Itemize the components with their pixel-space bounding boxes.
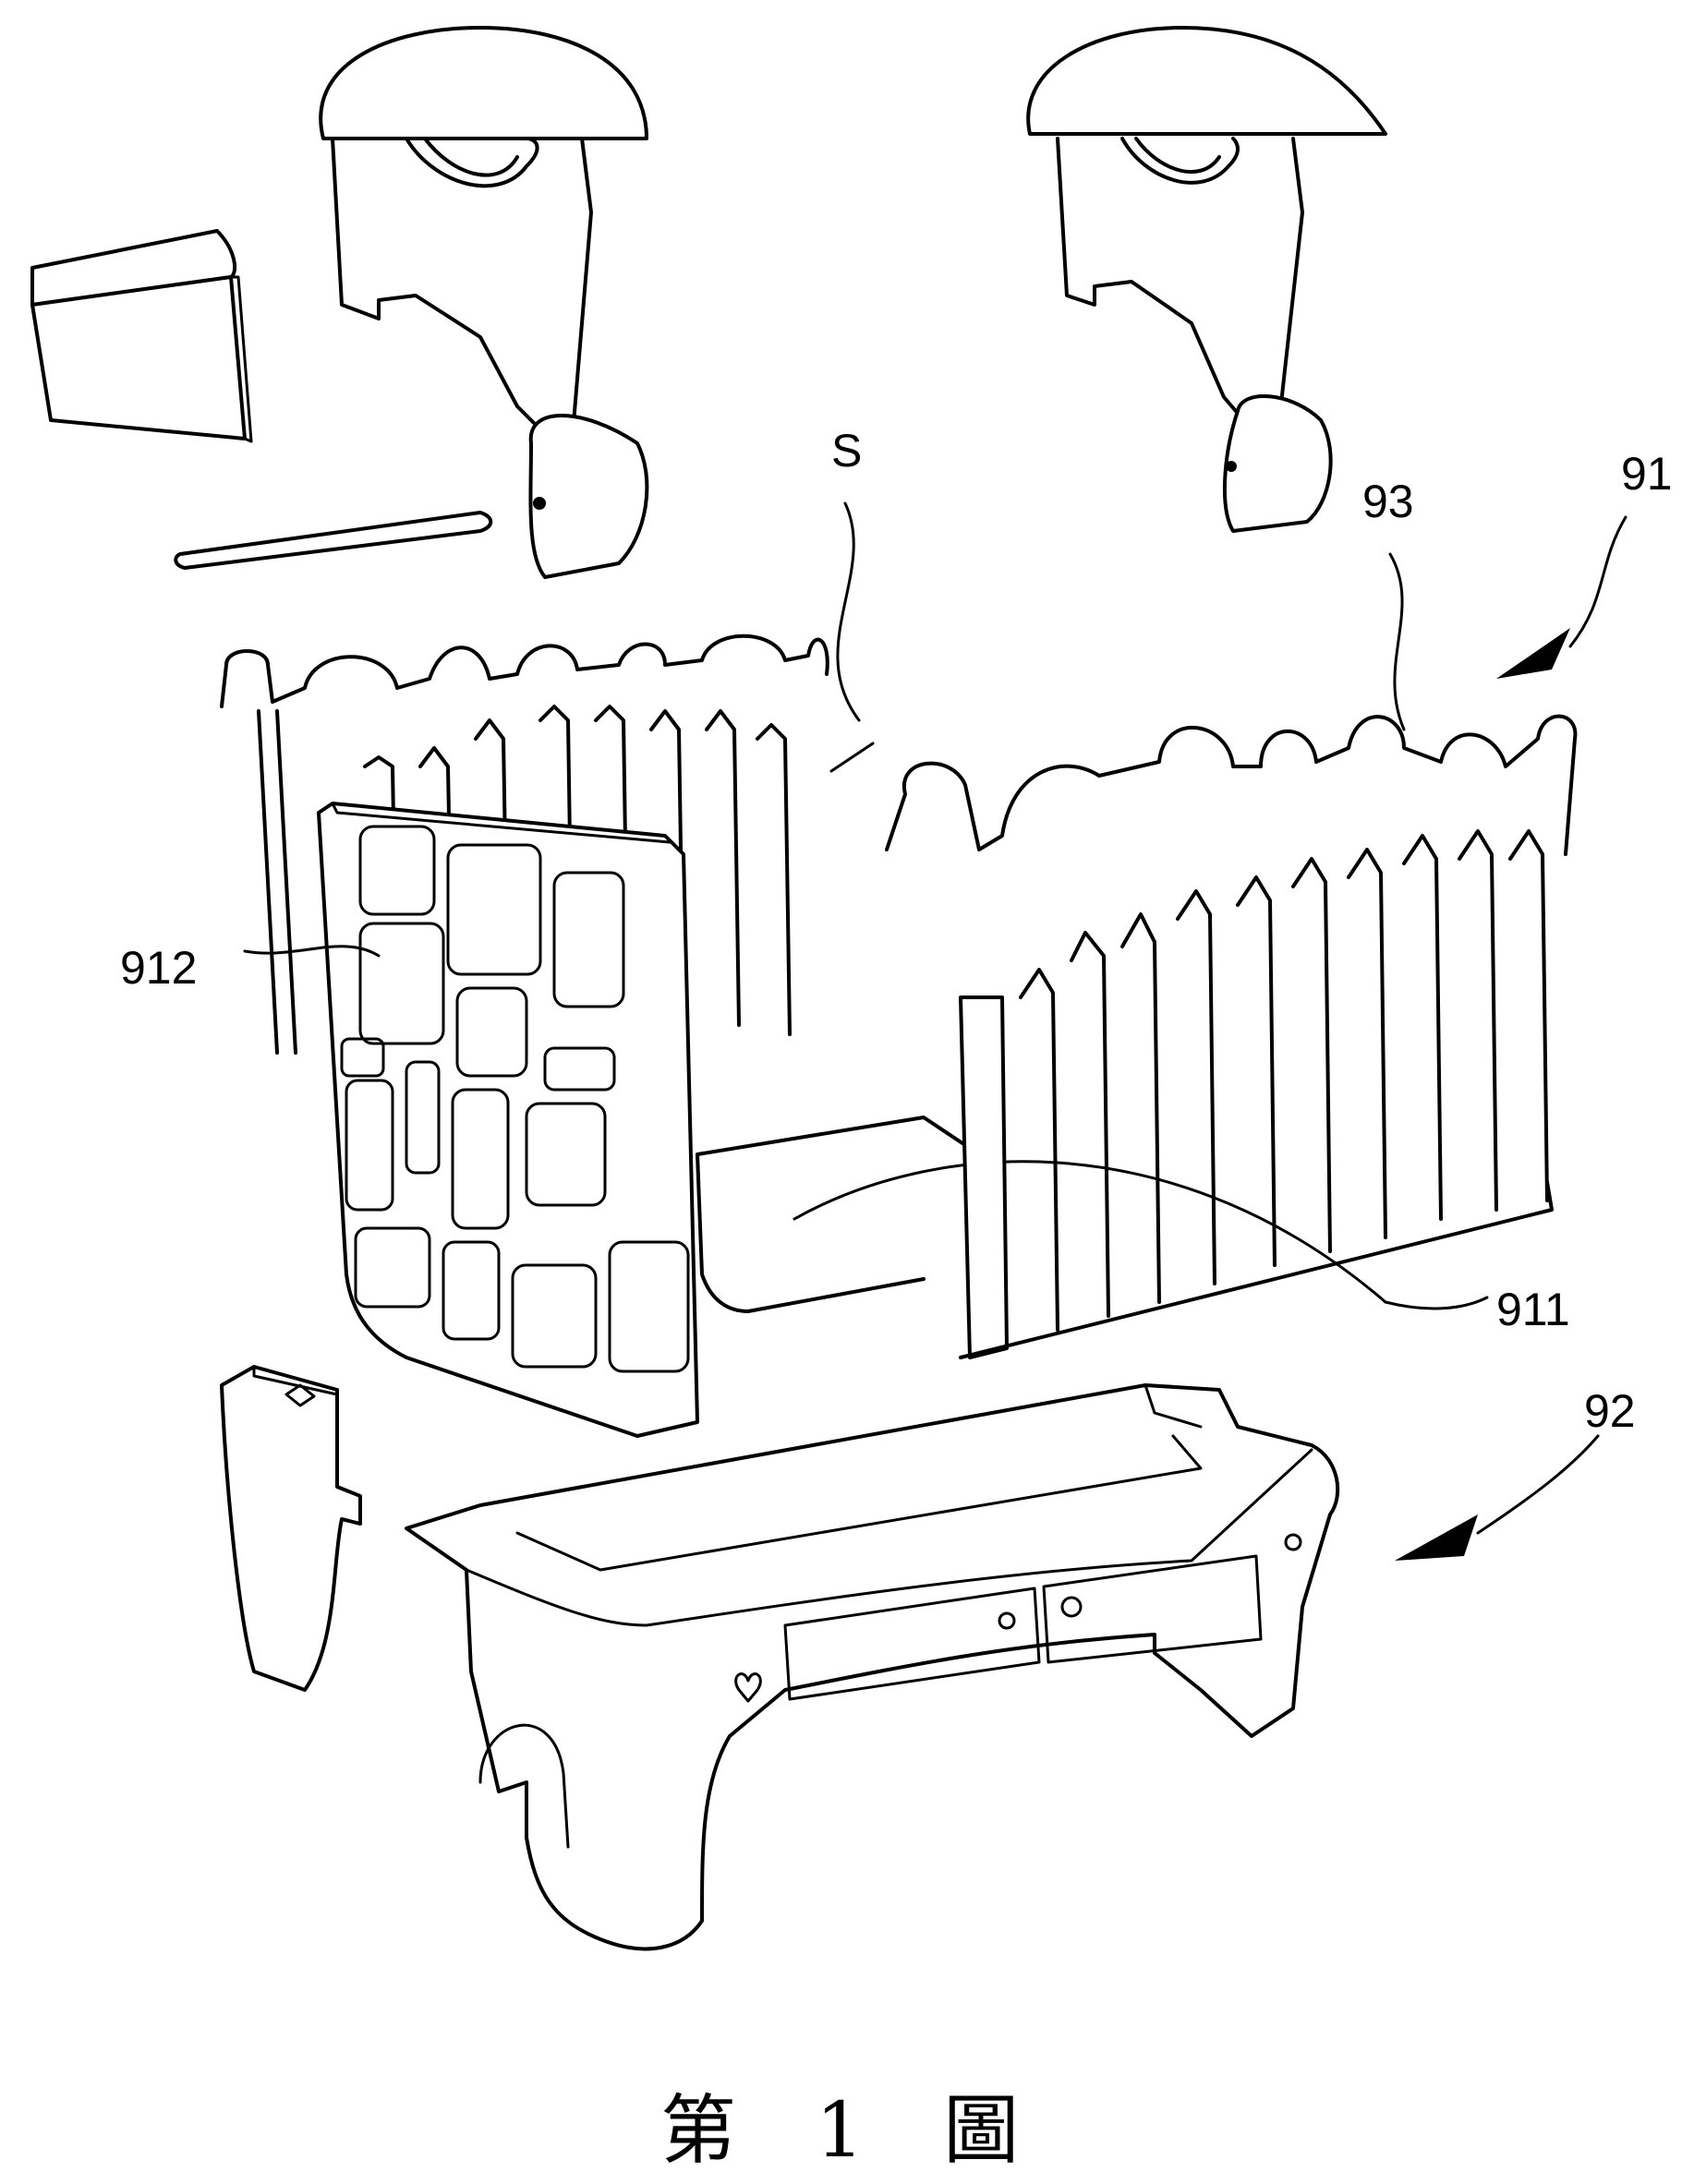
small-plaque xyxy=(30,229,253,443)
front-slats xyxy=(959,829,1554,1359)
label-93: 93 xyxy=(1362,476,1414,527)
back-slats-left xyxy=(257,705,792,1055)
arrow-92-head xyxy=(1395,1514,1478,1561)
label-912: 912 xyxy=(120,942,197,994)
label-91: 91 xyxy=(1621,448,1673,500)
label-s: S xyxy=(831,425,862,477)
leaders xyxy=(243,501,1628,1561)
label-92: 92 xyxy=(1584,1385,1636,1437)
side-block xyxy=(220,1365,362,1692)
label-911: 911 xyxy=(1496,1284,1570,1335)
base-92 xyxy=(405,1383,1340,1951)
end-panel-912 xyxy=(317,802,699,1438)
figure-caption: 第 1 圖 xyxy=(660,2087,1047,2175)
crib-body xyxy=(220,633,1578,1438)
right-canopy-hanger xyxy=(1026,26,1387,533)
left-canopy-hanger xyxy=(174,26,649,579)
arrow-91-head xyxy=(1496,628,1570,679)
